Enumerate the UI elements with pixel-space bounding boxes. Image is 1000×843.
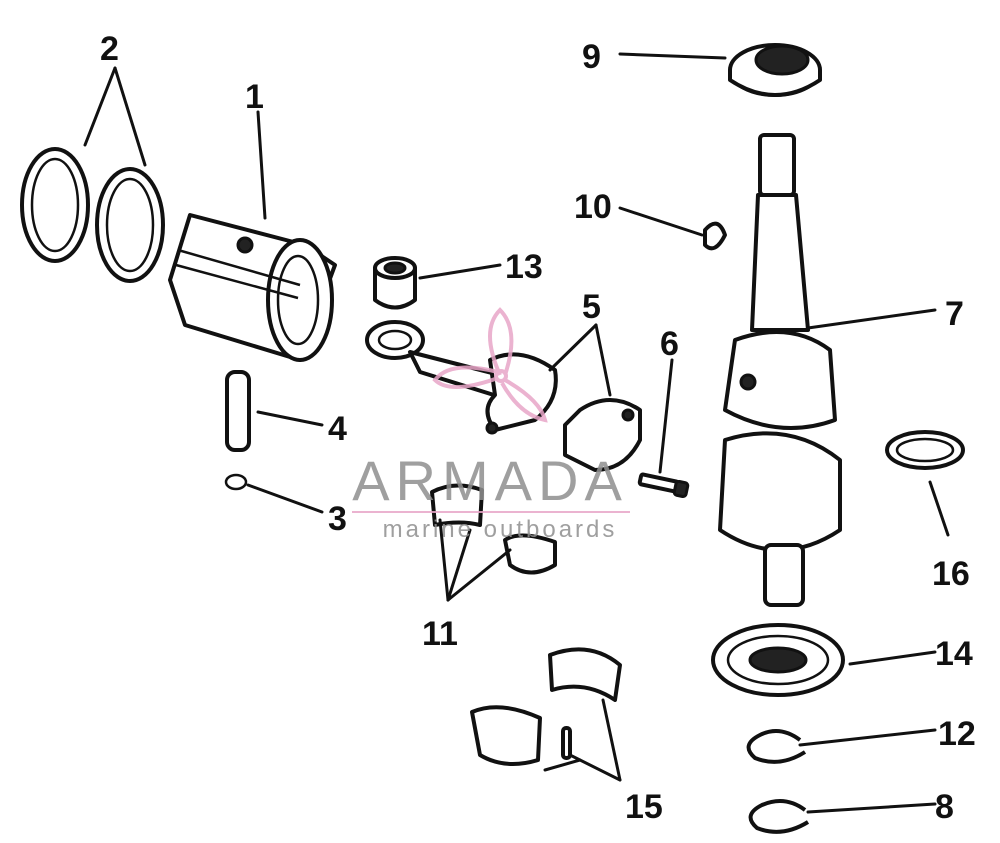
- bearing-liners: [430, 483, 557, 575]
- ball-bearing: [711, 623, 845, 697]
- main-bearing-liners: [470, 647, 622, 766]
- snap-ring-upper: [746, 729, 807, 764]
- callout-8: 8: [935, 788, 954, 826]
- propeller-logo-icon: [432, 307, 548, 423]
- seal-ring: [885, 430, 965, 470]
- callout-7: 7: [945, 295, 964, 333]
- callout-16: 16: [932, 555, 970, 593]
- callout-labels: 1 2 3 4 5 6 7 8 9 10 11 12 13 14 15 16: [100, 30, 976, 826]
- wrist-pin: [225, 370, 251, 452]
- watermark-brand: ARMADA: [352, 449, 628, 512]
- callout-1: 1: [245, 78, 264, 116]
- needle-bearing: [373, 256, 417, 310]
- upper-bearing: [728, 43, 822, 97]
- piston: [168, 213, 337, 362]
- snap-ring-lower: [748, 799, 810, 834]
- retaining-ring: [224, 473, 248, 491]
- callout-10: 10: [574, 188, 612, 226]
- piston-rings: [20, 147, 165, 283]
- callout-9: 9: [582, 38, 601, 76]
- watermark: ARMADA marine outboards: [352, 307, 630, 543]
- callout-2: 2: [100, 30, 119, 68]
- watermark-tagline: marine outboards: [383, 516, 618, 543]
- callout-6: 6: [660, 325, 679, 363]
- rod-screw: [637, 472, 690, 499]
- callout-15: 15: [625, 788, 663, 826]
- callout-3: 3: [328, 500, 347, 538]
- crankshaft: [718, 133, 842, 607]
- callout-4: 4: [328, 410, 347, 448]
- woodruff-key: [703, 221, 727, 251]
- callout-12: 12: [938, 715, 976, 753]
- callout-13: 13: [505, 248, 543, 286]
- callout-14: 14: [935, 635, 973, 673]
- callout-11: 11: [422, 615, 458, 653]
- callout-5: 5: [582, 288, 601, 326]
- leader-lines: [83, 52, 950, 814]
